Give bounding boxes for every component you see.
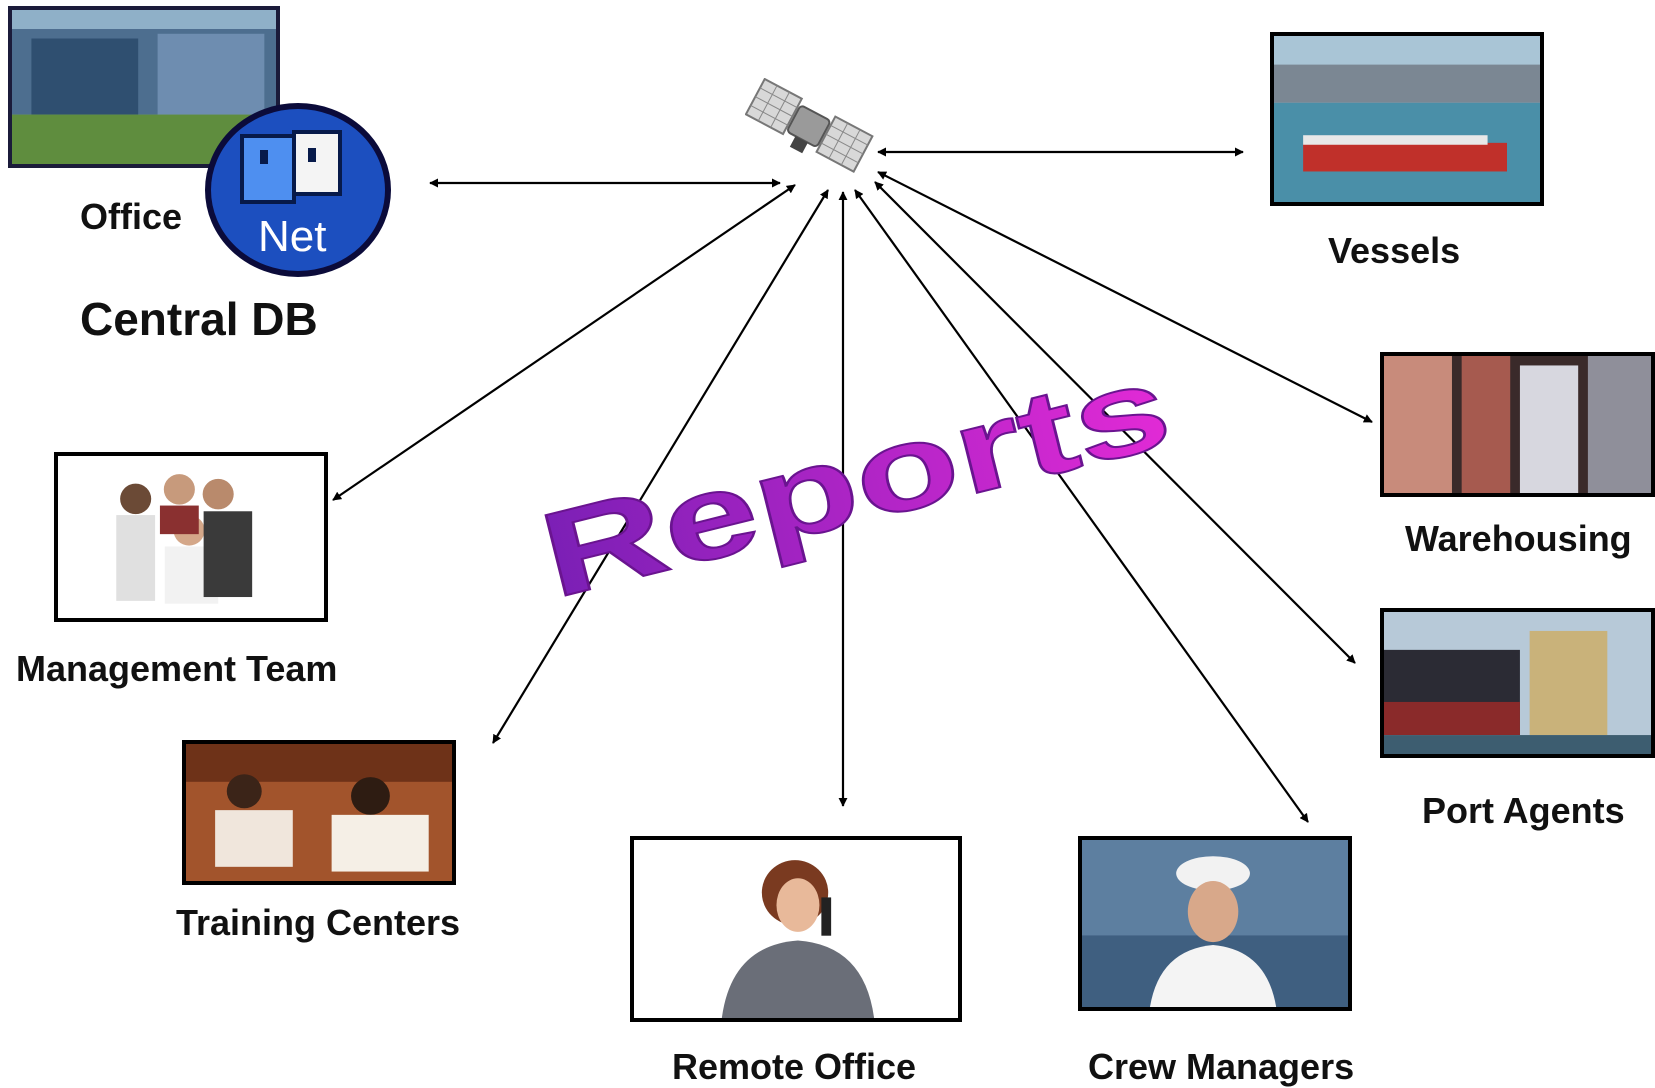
- arrow-management: [332, 184, 796, 501]
- reports-text: Reports: [529, 338, 1182, 623]
- management-team-label: Management Team: [16, 648, 338, 689]
- office-label: Office: [80, 196, 183, 237]
- training-centers-label: Training Centers: [176, 902, 461, 943]
- arrow-crew-managers: [854, 189, 1309, 823]
- training-centers-photo: [182, 740, 456, 885]
- crew-managers-photo: [1078, 836, 1352, 1011]
- port-agents-photo: [1380, 608, 1655, 758]
- net-finder-icon: [205, 103, 391, 277]
- port-agents-label: Port Agents: [1422, 790, 1625, 831]
- central-db-label: Central DB: [80, 293, 318, 345]
- vessels-label: Vessels: [1328, 230, 1461, 271]
- crew-managers-label: Crew Managers: [1088, 1046, 1355, 1087]
- satellite-icon: [745, 78, 874, 173]
- remote-office-label: Remote Office: [672, 1046, 917, 1087]
- management-team-photo: [54, 452, 328, 622]
- warehousing-label: Warehousing: [1405, 518, 1632, 559]
- remote-office-photo: [630, 836, 962, 1022]
- net-label: Net: [258, 212, 327, 261]
- vessels-photo: [1270, 32, 1544, 206]
- warehousing-photo: [1380, 352, 1655, 497]
